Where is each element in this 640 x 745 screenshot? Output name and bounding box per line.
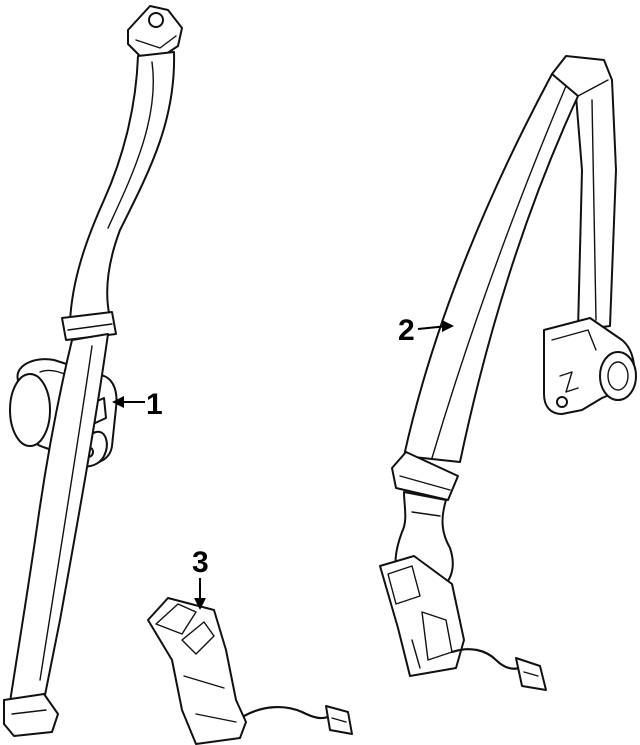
part-1-upper-anchor: [127, 5, 183, 59]
part-2-main-webbing: [403, 73, 579, 463]
callout-3-number: 3: [192, 546, 209, 579]
part-3-wire-harness: [242, 706, 332, 720]
part-1-lower-anchor: [3, 693, 59, 737]
part-1-upper-webbing: [69, 51, 176, 323]
part-1-left-seat-belt-assembly: [3, 5, 183, 737]
part-3-bracket: [147, 597, 247, 745]
callout-2-number: 2: [398, 314, 415, 347]
callout-1-number: 1: [146, 388, 163, 421]
part-2-webbing-loop: [551, 55, 617, 331]
callout-3: 3: [192, 546, 209, 610]
part-3-buckle-bracket-assembly: [147, 597, 353, 745]
callout-1: 1: [112, 388, 163, 421]
part-1-webbing-guide: [61, 311, 117, 341]
callout-2: 2: [398, 314, 454, 347]
part-2-right-seat-belt-assembly: [379, 55, 637, 691]
part-2-wire-harness: [450, 648, 522, 670]
